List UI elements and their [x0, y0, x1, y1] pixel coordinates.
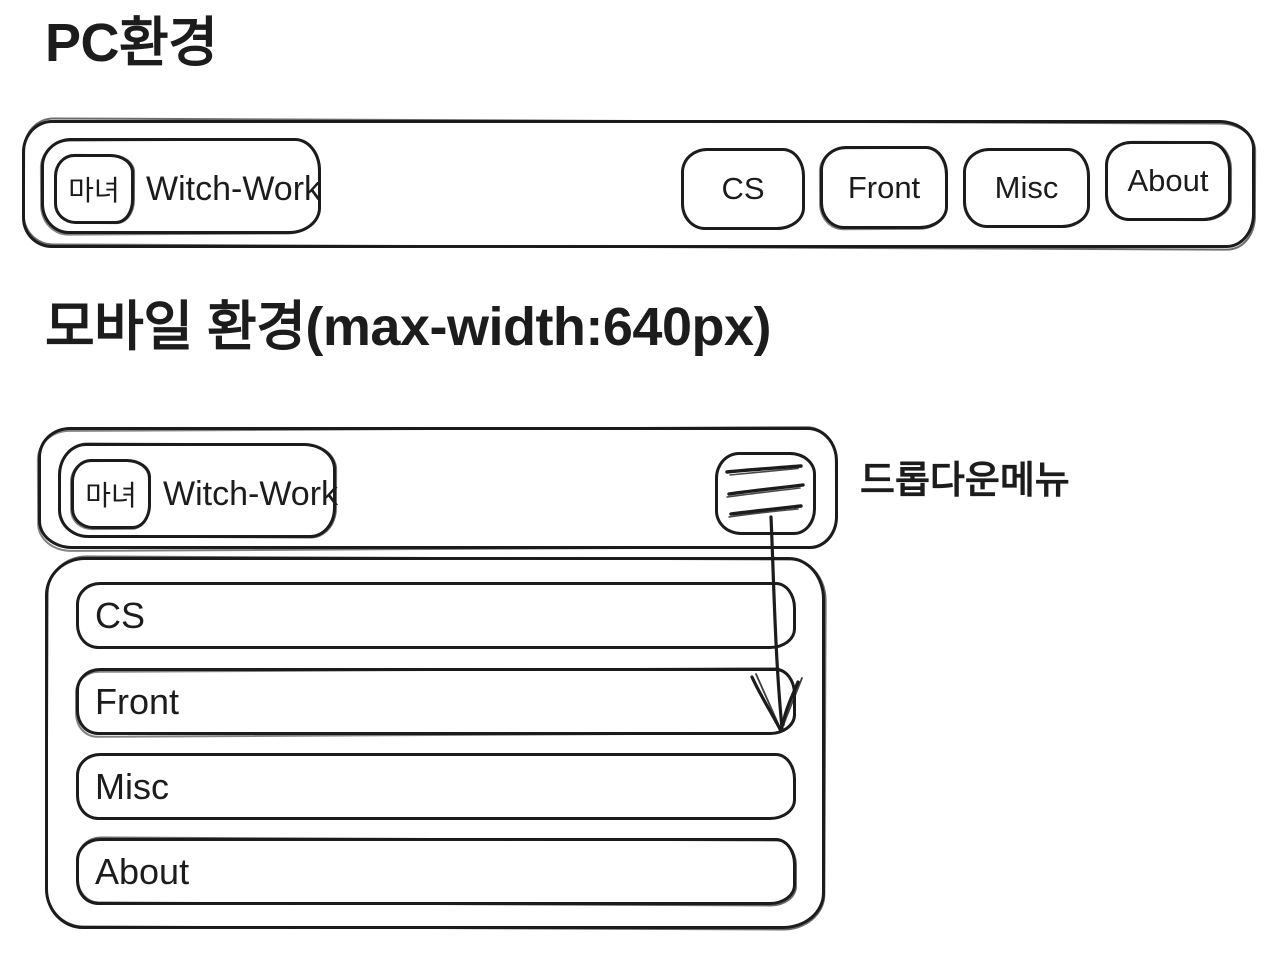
pc-nav-item-about[interactable]: About — [1105, 141, 1231, 221]
pc-brand-logo[interactable]: 마녀 Witch-Work — [41, 138, 321, 234]
mobile-logo-badge: 마녀 — [71, 459, 151, 529]
pc-nav-item-front[interactable]: Front — [820, 146, 948, 229]
dropdown-item-about[interactable]: About — [76, 838, 796, 905]
pc-brand-name: Witch-Work — [146, 169, 322, 208]
dropdown-annotation-label: 드롭다운메뉴 — [860, 460, 1070, 502]
mobile-brand-name: Witch-Work — [163, 474, 339, 513]
pc-navbar: 마녀 Witch-Work CS Front Misc About — [22, 120, 1255, 248]
pc-nav-item-misc[interactable]: Misc — [963, 148, 1090, 228]
dropdown-item-front[interactable]: Front — [76, 668, 796, 735]
pc-nav-item-cs[interactable]: CS — [681, 148, 805, 230]
pc-logo-badge: 마녀 — [54, 154, 134, 224]
dropdown-item-misc[interactable]: Misc — [76, 753, 796, 820]
mobile-section-title: 모바일 환경(max-width:640px) — [45, 297, 772, 357]
hamburger-menu-button[interactable] — [715, 452, 816, 535]
mobile-navbar: 마녀 Witch-Work — [38, 427, 838, 549]
pc-section-title: PC환경 — [45, 13, 218, 73]
mobile-dropdown-menu: CS Front Misc About — [45, 557, 825, 929]
mobile-brand-logo[interactable]: 마녀 Witch-Work — [58, 443, 338, 538]
hamburger-menu-icon — [718, 455, 813, 532]
dropdown-item-cs[interactable]: CS — [76, 582, 796, 649]
